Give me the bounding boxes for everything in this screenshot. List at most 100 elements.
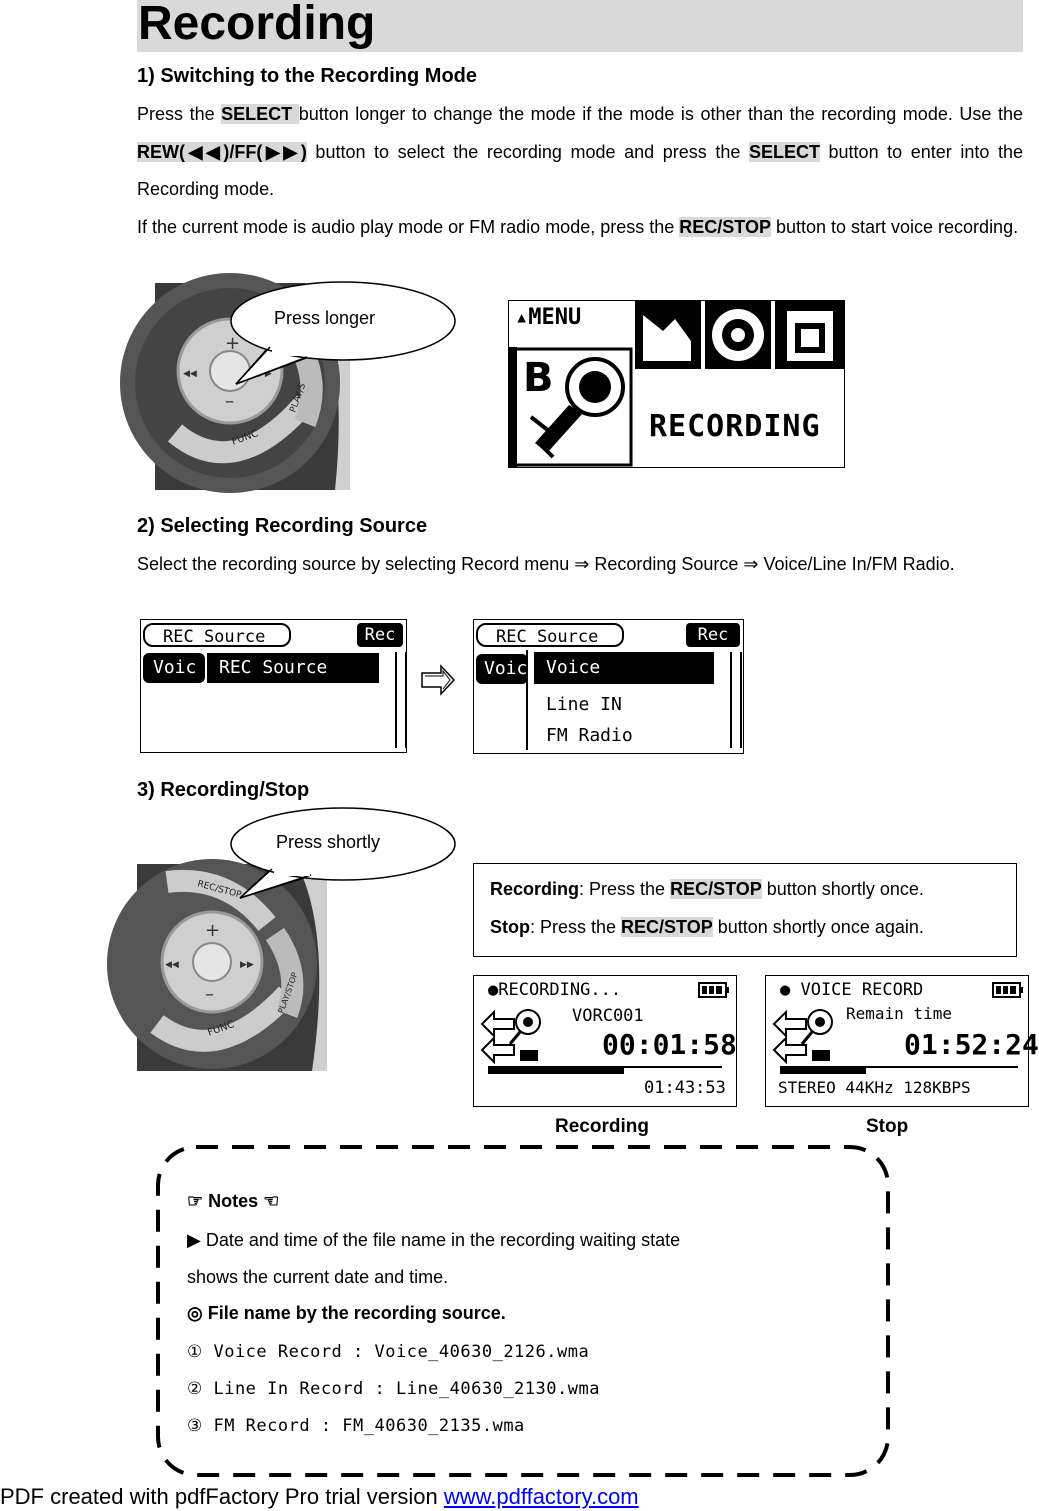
text-span: button to enter into the Recording mode.	[137, 141, 1024, 200]
notes-item-voice: ① Voice Record : Voice_40630_2126.wma	[187, 1342, 590, 1362]
select-button-label: SELECT	[748, 141, 820, 162]
notes-sub-heading: ◎ File name by the recording source.	[187, 1303, 506, 1323]
item-voic: Voic	[143, 653, 205, 683]
remain-time-label: Remain time	[846, 1004, 952, 1023]
recstop-button-label: REC/STOP	[679, 217, 771, 237]
item-rec-source: REC Source	[207, 653, 379, 683]
notes-line-1: ▶ Date and time of the file name in the …	[187, 1222, 680, 1259]
stop-status: ● VOICE RECORD	[780, 980, 924, 1000]
speech-bubble	[230, 807, 456, 899]
text-span: button to select the recording mode and …	[306, 141, 749, 162]
notes-item-fm: ③ FM Record : FM_40630_2135.wma	[187, 1416, 525, 1436]
ff-label: ▶▶	[240, 960, 254, 970]
recstop-button-label: REC/STOP	[621, 917, 713, 937]
plus-label: +	[225, 333, 240, 354]
rew-label: ◀◀	[183, 369, 197, 379]
rec-source-header: REC Source	[476, 623, 624, 647]
text-span: Date and time of the file name in the re…	[200, 1230, 681, 1250]
scrollbar	[395, 652, 407, 748]
footer: PDF created with pdfFactory Pro trial ve…	[0, 1484, 639, 1510]
option-fm-radio: FM Radio	[546, 725, 633, 746]
notes-box-border	[156, 1145, 890, 1477]
arrow-icon: ⇒	[743, 554, 759, 574]
mode-icons	[635, 301, 844, 369]
section2-heading: 2) Selecting Recording Source	[137, 515, 428, 537]
section2-paragraph: Select the recording source by selecting…	[137, 546, 1023, 584]
text-span: Voice/Line In/FM Radio.	[758, 554, 955, 574]
text-span: Press the	[137, 104, 222, 124]
arrow-icon: ⇒	[574, 554, 590, 574]
section1-paragraph1: Press the SELECT button longer to change…	[137, 96, 1023, 209]
stop-remain-time: 01:52:24	[904, 1028, 1039, 1061]
bubble-text-press-longer: Press longer	[274, 308, 376, 328]
battery-icon	[992, 982, 1023, 998]
minus-label: –	[205, 984, 214, 1005]
page-title: Recording	[138, 0, 376, 50]
recording-status: ●RECORDING...	[488, 980, 622, 1000]
recording-progress-track	[488, 1066, 722, 1074]
recording-remaining-time: 01:43:53	[644, 1078, 726, 1098]
svg-text:B: B	[523, 355, 554, 401]
caption-stop: Stop	[866, 1116, 909, 1137]
notes-line-2: shows the current date and time.	[187, 1267, 449, 1287]
mic-arrow-icon	[480, 1009, 541, 1065]
text-span: Select the recording source by selecting…	[137, 554, 575, 574]
section1-paragraph2: If the current mode is audio play mode o…	[137, 209, 1023, 247]
option-voice: Voice	[534, 652, 714, 684]
divider	[526, 650, 528, 750]
rec-source-screen-2: REC Source Rec Voic Voice Line IN FM Rad…	[473, 619, 744, 754]
minus-label: –	[225, 391, 234, 412]
device-photo-2: + – ◀◀ ▶▶ FUNC REC/STOP PLAY/STOP	[107, 859, 327, 1071]
scrollbar	[730, 652, 742, 748]
recording-lcd-screen: ●RECORDING... VORC001 00:01:58 01:43:53	[473, 975, 737, 1107]
bullet-icon: ▶	[187, 1230, 201, 1250]
item-voic: Voic	[476, 654, 528, 684]
text-span: Recording Source	[589, 554, 744, 574]
stop-progress-fill	[780, 1068, 866, 1074]
notes-header: ☞ Notes ☜	[187, 1191, 280, 1211]
footer-text: PDF created with pdfFactory Pro trial ve…	[0, 1484, 444, 1509]
battery-icon	[698, 982, 729, 998]
info-box: Recording : Press the REC/STOP button sho…	[473, 863, 1017, 957]
stop-lcd-screen: ● VOICE RECORD Remain time 01:52:24 STER…	[765, 975, 1039, 1107]
title-bar	[137, 0, 1023, 52]
next-arrow-icon	[421, 664, 456, 696]
text-span: : Press the	[530, 917, 622, 937]
mic-arrow-icon	[772, 1009, 833, 1065]
recording-file-name: VORC001	[572, 1006, 644, 1026]
recording-mode-label: RECORDING	[649, 409, 821, 444]
section1-heading: 1) Switching to the Recording Mode	[137, 65, 477, 87]
plus-label: +	[205, 920, 220, 941]
rec-source-screen-1: REC Source Rec Voic REC Source	[140, 619, 407, 753]
info-stop-line: Stop: Press the REC/STOP button shortly …	[490, 917, 924, 938]
text-span: button shortly once.	[761, 879, 924, 899]
text-span: If the current mode is audio play mode o…	[137, 217, 680, 237]
select-button-label: SELECT	[221, 104, 299, 124]
info-recording-line: Recording: Press the REC/STOP button sho…	[490, 879, 924, 900]
microphone-icon: B	[509, 347, 633, 467]
stop-audio-info: STEREO 44KHz 128KBPS	[778, 1078, 971, 1097]
caption-recording: Recording	[555, 1116, 649, 1137]
section3-heading: 3) Recording/Stop	[137, 779, 310, 801]
text-span: button shortly once again.	[712, 917, 924, 937]
rew-label: ◀◀	[165, 960, 179, 970]
recording-progress-fill	[488, 1068, 624, 1074]
option-line-in: Line IN	[546, 694, 622, 715]
text-span: button longer to change the mode if the …	[298, 104, 1023, 124]
speech-bubble	[230, 281, 456, 385]
rec-tag: Rec	[357, 623, 403, 647]
rew-ff-button-label: REW(◀◀)/FF(▶▶)	[137, 141, 307, 162]
notes-item-line-in: ② Line In Record : Line_40630_2130.wma	[187, 1379, 600, 1399]
pdffactory-link[interactable]: www.pdffactory.com	[443, 1484, 639, 1509]
bubble-text-press-shortly: Press shortly	[276, 832, 381, 852]
rec-source-header: REC Source	[143, 623, 291, 647]
rec-tag: Rec	[686, 623, 740, 647]
text-span: button to start voice recording.	[770, 217, 1019, 237]
stop-progress-track	[780, 1066, 1018, 1074]
menu-label: ▴MENU	[515, 305, 582, 330]
recording-elapsed-time: 00:01:58	[602, 1028, 737, 1061]
menu-lcd-screen: ▴MENU B RECORDING	[508, 300, 845, 468]
stop-label: Stop	[490, 917, 530, 937]
recstop-button-label: REC/STOP	[670, 879, 762, 899]
recording-label: Recording	[490, 879, 580, 899]
